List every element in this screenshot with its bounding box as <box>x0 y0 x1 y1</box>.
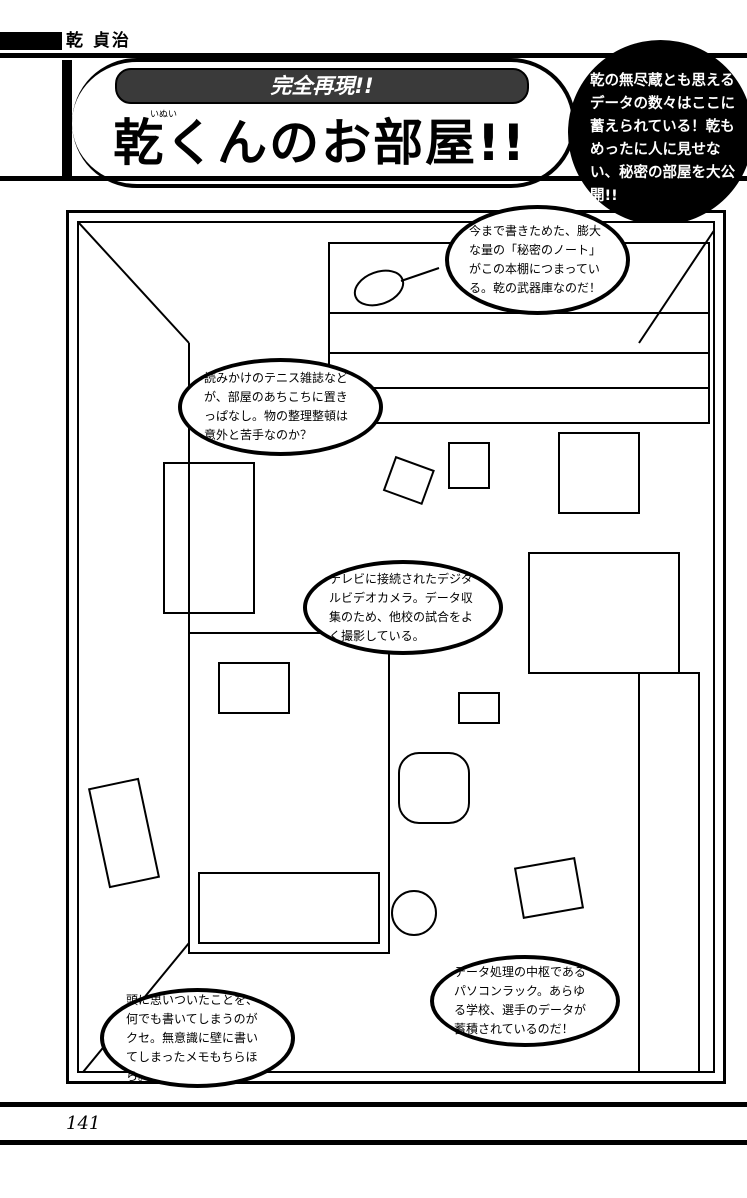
bubble-camera: テレビに接続されたデジタルビデオカメラ。データ収集のため、他校の試合をよく撮影し… <box>303 560 503 655</box>
top-rule <box>0 53 747 58</box>
title-pill: 完全再現!! <box>115 68 529 104</box>
footer-rule-bottom <box>0 1140 747 1145</box>
title-bottom-rule <box>0 176 747 181</box>
intro-circle: 乾の無尽蔵とも思えるデータの数々はここに蓄えられている！乾もめったに人に見せない… <box>568 40 747 225</box>
page-title: 乾くんのお部屋!! <box>113 114 527 172</box>
character-name: 乾 貞治 <box>66 31 131 51</box>
bubble-magazines: 読みかけのテニス雑誌などが、部屋のあちこちに置きっぱなし。物の整理整頓は意外と苦… <box>178 358 383 456</box>
bubble-bookshelf: 今まで書きためた、膨大な量の「秘密のノート」がこの本棚につまっている。乾の武器庫… <box>445 205 630 315</box>
page-number: 141 <box>66 1113 101 1134</box>
header-block <box>0 32 62 50</box>
footer-rule-top <box>0 1102 747 1107</box>
bubble-computer: データ処理の中枢であるパソコンラック。あらゆる学校、選手のデータが蓄積されている… <box>430 955 620 1047</box>
bubble-memo: 頭に思いついたことを、何でも書いてしまうのがクセ。無意識に壁に書いてしまったメモ… <box>100 988 295 1088</box>
intro-text: 乾の無尽蔵とも思えるデータの数々はここに蓄えられている！乾もめったに人に見せない… <box>590 73 735 204</box>
title-ruby: いぬい <box>150 110 178 120</box>
title-left-bar <box>62 60 72 178</box>
